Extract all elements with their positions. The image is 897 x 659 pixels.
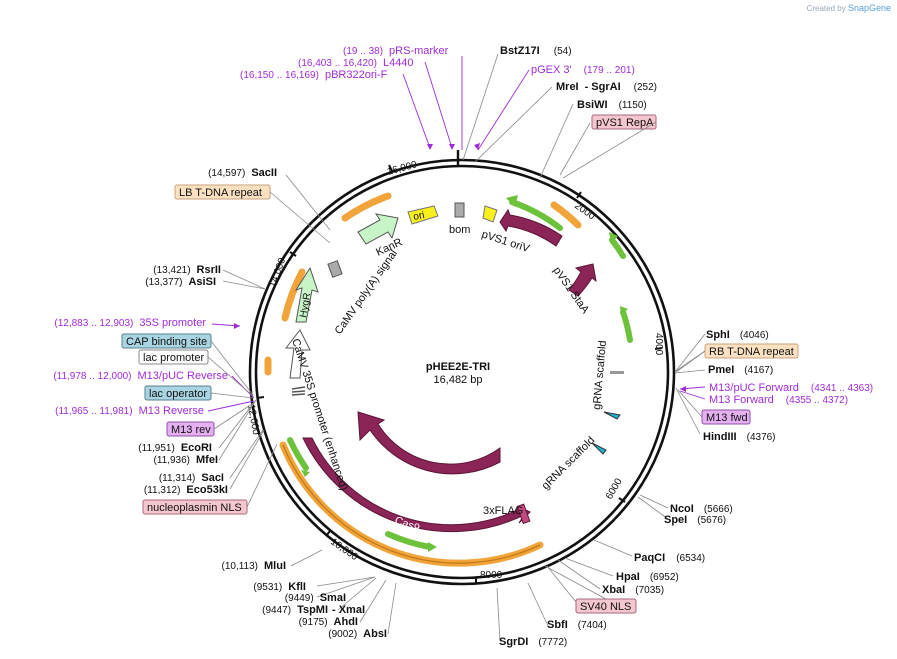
orange-arc-outline [282, 444, 541, 564]
m13-rev-label: M13 rev [171, 424, 211, 436]
backbone-inner [254, 164, 670, 580]
polya-label: CaMV poly(A) signal [333, 248, 400, 337]
grna-scaffold-label-1: gRNA scaffold [591, 340, 609, 410]
pvs1-oriv-label: pVS1 oriV [480, 228, 531, 255]
primer-pbr322ori-f: (16,150 .. 16,169)pBR322ori-F [240, 69, 388, 81]
primer-m13-forward: M13 Forward(4355 .. 4372) [709, 394, 848, 406]
enzyme-tspmi-xmai: (9447)TspMI-XmaI [262, 604, 365, 616]
box-m13-fwd: M13 fwd [701, 409, 751, 425]
leader-lines [218, 53, 706, 642]
box-pvs1-repa: pVS1 RepA [591, 114, 657, 130]
box-lb-tdna: LB T-DNA repeat [174, 184, 271, 200]
box-lac-promoter: lac promoter [138, 349, 209, 365]
cas9-label-outer: Cas9 [393, 515, 421, 535]
ori-arrow [407, 205, 439, 225]
enzyme-kfli: (9531)KflI [253, 581, 306, 593]
grna-arrow-2 [591, 442, 607, 455]
primer-prs-marker: (19 .. 38)pRS-marker [343, 45, 449, 57]
primer-pgex3: pGEX 3'(179 .. 201) [531, 64, 635, 76]
polya-box [327, 260, 343, 278]
credit-prefix: Created by [806, 4, 846, 13]
enzyme-spei: SpeI(5676) [664, 514, 726, 526]
enzyme-ncoi: NcoI(5666) [670, 503, 733, 515]
enzyme-bsiwi: BsiWI(1150) [577, 99, 647, 111]
enzyme-paqci: PaqCI(6534) [634, 552, 705, 564]
enzyme-mlui: (10,113)MluI [221, 560, 286, 572]
enzyme-smai: (9449)SmaI [285, 592, 346, 604]
enzyme-mfei: (11,936)MfeI [153, 454, 218, 466]
box-leaders [207, 121, 706, 600]
hygr-arrow [294, 266, 319, 323]
3xflag-box [516, 503, 531, 525]
bom-label: bom [449, 224, 470, 236]
lac-operator-label: lac operator [149, 388, 207, 400]
enzyme-sacii: (14,597)SacII [208, 167, 277, 179]
backbone-outer [248, 158, 676, 586]
lb-tdna-label: LB T-DNA repeat [179, 187, 262, 199]
box-sv40-nls: SV40 NLS [575, 598, 637, 614]
lac-promoter-label: lac promoter [143, 352, 204, 364]
box-lac-operator: lac operator [144, 385, 212, 401]
grna-arrow-1 [603, 411, 621, 420]
plasmid-name: pHEE2E-TRI [426, 361, 490, 373]
plasmid-length: 16,482 bp [434, 374, 483, 386]
enzyme-ahdi: (9175)AhdI [299, 616, 358, 628]
rb-tdna-label: RB T-DNA repeat [709, 346, 794, 358]
primer-l4440: (16,403 .. 16,420)L4440 [298, 57, 414, 69]
enzyme-asisi: (13,377)AsiSI [145, 276, 216, 288]
m13-fwd-label: M13 fwd [706, 412, 748, 424]
grna-box-1 [610, 371, 624, 374]
cas9-arrow-inner [357, 411, 501, 475]
enzyme-bstz17i: BstZ17I(54) [500, 45, 572, 57]
camv-35s-arrow [284, 329, 311, 379]
enzyme-eco53ki: (11,312)Eco53kI [144, 484, 228, 496]
enzyme-sbfi: SbfI(7404) [547, 619, 607, 631]
enzyme-hpai: HpaI(6952) [616, 571, 679, 583]
enzyme-rsrii: (13,421)RsrII [153, 264, 221, 276]
enzyme-xbai: XbaI(7035) [602, 584, 664, 596]
pvs1-oriv-arrow [499, 208, 563, 247]
bom-box [454, 202, 465, 218]
enzyme-saci: (11,314)SacI [159, 472, 224, 484]
yellow-feature [482, 205, 498, 223]
enzyme-ecori: (11,951)EcoRI [138, 442, 212, 454]
pvs1-repa-label: pVS1 RepA [596, 117, 654, 129]
enzyme-sphi: SphI(4046) [706, 329, 769, 341]
box-cap-binding-site: CAP binding site [121, 333, 212, 349]
box-m13-rev: M13 rev [166, 421, 215, 437]
enzyme-pmei: PmeI(4167) [708, 364, 773, 376]
grna-scaffold-label-2: gRNA scaffold [540, 434, 598, 492]
primer-arrow-tips [234, 143, 686, 392]
tick-4000: 4000 [653, 333, 664, 356]
primer-35s-promoter: (12,883 .. 12,903)35S promoter [54, 317, 206, 329]
snapgene-brand: SnapGene [847, 3, 891, 13]
sv40-nls-label: SV40 NLS [580, 601, 631, 613]
primer-m13-puc-reverse: (11,978 .. 12,000)M13/pUC Reverse [53, 370, 228, 382]
enzyme-sgrdi: SgrDI(7772) [499, 636, 567, 648]
pvs1-staa-arrow [568, 263, 597, 297]
tick-marks [256, 150, 663, 584]
lac-feature-lines [291, 386, 306, 396]
box-rb-tdna: RB T-DNA repeat [704, 343, 799, 359]
3xflag-label: 3xFLAG [483, 505, 523, 517]
tick-14000: 14,000 [267, 256, 288, 289]
enzyme-hindiii: HindIII(4376) [703, 431, 776, 443]
kanr-arrow [357, 213, 399, 245]
green-arrowheads [301, 195, 628, 552]
primer-m13-puc-forward: M13/pUC Forward(4341 .. 4363) [709, 382, 873, 394]
ori-label: ori [412, 210, 425, 223]
primer-m13-reverse: (11,965 .. 11,981)M13 Reverse [55, 405, 204, 417]
tick-8000: 8000 [480, 570, 503, 581]
enzyme-absi: (9002)AbsI [328, 628, 387, 640]
nucleoplasmin-nls-label: nucleoplasmin NLS [147, 502, 242, 514]
tick-6000: 6000 [604, 476, 625, 501]
cap-binding-site-label: CAP binding site [126, 336, 207, 348]
enzyme-mrei-sgrai: MreI-SgrAI(252) [556, 81, 657, 93]
box-nucleoplasmin-nls: nucleoplasmin NLS [142, 499, 248, 515]
hygr-label: HygR [298, 292, 313, 319]
snapgene-credit: Created by SnapGene [807, 3, 891, 13]
